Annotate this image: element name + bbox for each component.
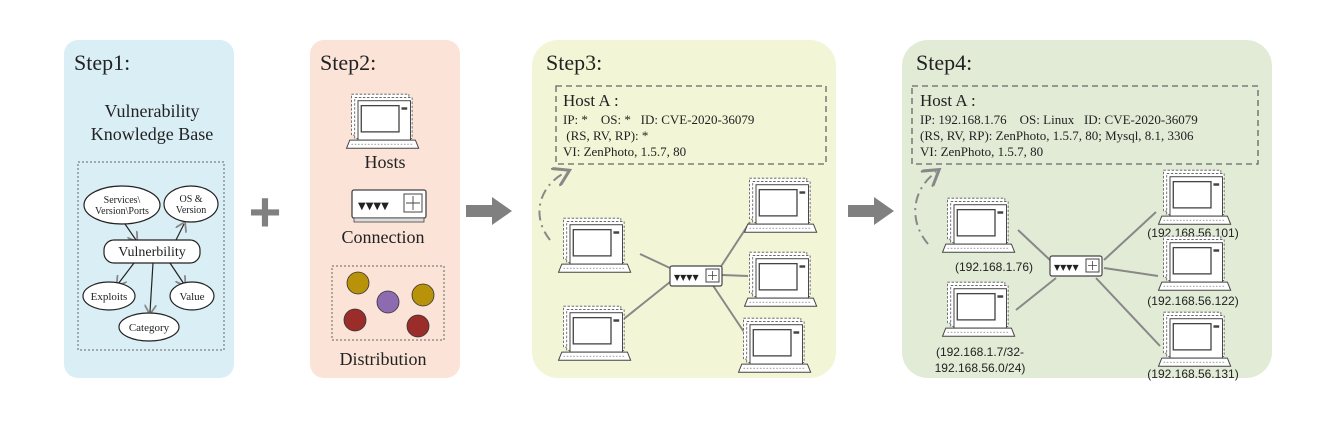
- distribution-circles: [343, 271, 435, 338]
- node-category: [118, 312, 180, 342]
- hosts-computer-icon: [345, 93, 420, 149]
- step3-switch-icon: [669, 265, 723, 287]
- step4-dashed-arrow: [914, 172, 936, 245]
- step3-host-line1: IP: * OS: * ID: CVE-2020-36079: [563, 112, 754, 127]
- node-os-label1: OS &: [179, 194, 202, 205]
- circle-purple: [376, 290, 400, 314]
- step4-link-b: [1015, 277, 1057, 311]
- step3-panel: Step3: Host A : IP: * OS: * ID: CVE-2020…: [532, 40, 836, 378]
- node-os-label2: Version: [176, 205, 207, 216]
- connection-label: Connection: [342, 227, 425, 247]
- node-category-label: Category: [129, 322, 170, 334]
- step3-host-line3: VI: ZenPhoto, 1.5.7, 80: [563, 144, 686, 159]
- step1-panel: Step1: Vulnerability Knowledge Base Serv…: [64, 40, 234, 378]
- plus-icon: +: [249, 180, 282, 243]
- step4-host-a-computer-icon: [941, 197, 1016, 253]
- step4-link-a: [1017, 229, 1051, 261]
- edge-vuln-category: [150, 262, 153, 312]
- node-value-label: Value: [179, 291, 204, 303]
- step4-title: Step4:: [916, 50, 972, 75]
- step1-title: Step1:: [74, 50, 130, 75]
- hosts-label: Hosts: [364, 152, 405, 172]
- edge-vuln-services: [124, 223, 136, 240]
- step3-host-e-computer-icon: [737, 317, 812, 373]
- connection-switch-icon: [351, 189, 427, 223]
- circle-gold-1: [346, 271, 370, 295]
- step4-host-info-box: [911, 85, 1259, 165]
- step3-host-title: Host A :: [563, 91, 619, 110]
- step3-title: Step3:: [546, 50, 602, 75]
- kb-heading-line2: Knowledge Base: [91, 124, 213, 144]
- step4-ip-left-bottom-line1: (192.168.1.7/32-: [936, 345, 1024, 359]
- step4-ip-right-bottom: (192.168.56.131): [1147, 367, 1238, 381]
- step4-host-line2: (RS, RV, RP): ZenPhoto, 1.5.7, 80; Mysql…: [920, 128, 1194, 143]
- step4-host-c-computer-icon: [1157, 169, 1232, 225]
- edge-vuln-value: [169, 262, 184, 284]
- step4-link-d: [1103, 267, 1159, 277]
- step3-link-b: [619, 281, 671, 323]
- step4-ip-left-bottom-line2: 192.168.56.0/24): [935, 361, 1026, 375]
- step4-ip-right-mid: (192.168.56.122): [1147, 294, 1238, 308]
- step4-host-d-computer-icon: [1157, 235, 1232, 291]
- step4-ip-left-top: (192.168.1.76): [955, 260, 1033, 274]
- edge-vuln-exploits: [118, 262, 135, 284]
- step4-link-e: [1095, 277, 1161, 347]
- step3-host-d-computer-icon: [743, 251, 818, 307]
- arrow-step2-to-step3: [466, 197, 512, 225]
- edge-vuln-os: [176, 224, 184, 241]
- step3-host-b-computer-icon: [557, 305, 632, 361]
- step4-host-b-computer-icon: [941, 281, 1016, 337]
- step4-host-e-computer-icon: [1157, 311, 1232, 367]
- step2-panel: Step2: Hosts Connection Distribution: [310, 40, 460, 378]
- step3-link-a: [639, 253, 671, 269]
- step4-switch-icon: [1049, 255, 1103, 277]
- step2-title: Step2:: [320, 50, 376, 75]
- step3-host-info-box: [555, 85, 827, 165]
- node-services-label2: Version\Ports: [95, 206, 149, 217]
- node-services-label1: Services\: [104, 195, 141, 206]
- step3-host-a-computer-icon: [557, 217, 632, 273]
- kb-graph-frame: [77, 161, 225, 351]
- distribution-label: Distribution: [339, 349, 426, 369]
- step4-host-line1: IP: 192.168.1.76 OS: Linux ID: CVE-2020-…: [920, 112, 1198, 127]
- kb-heading-line1: Vulnerability: [105, 101, 200, 121]
- circle-gold-2: [411, 283, 435, 307]
- node-exploits: [82, 281, 136, 311]
- distribution-frame: [331, 265, 445, 341]
- circle-red-2: [406, 314, 430, 338]
- node-vulnerability: [103, 239, 201, 264]
- node-exploits-label: Exploits: [91, 291, 128, 303]
- arrow-step3-to-step4: [848, 197, 894, 225]
- node-vulnerability-label: Vulnerbility: [118, 245, 186, 260]
- step4-host-line3: VI: ZenPhoto, 1.5.7, 80: [920, 144, 1043, 159]
- node-os: [163, 185, 219, 223]
- step3-link-c: [719, 221, 751, 269]
- step4-link-c: [1103, 211, 1157, 261]
- step3-host-line2: (RS, RV, RP): *: [563, 128, 648, 143]
- node-services: [83, 185, 161, 225]
- step4-host-title: Host A :: [920, 91, 976, 110]
- step3-dashed-arrow: [538, 172, 566, 241]
- step3-link-d: [721, 274, 749, 277]
- circle-red-1: [343, 308, 367, 332]
- step3-host-c-computer-icon: [743, 177, 818, 233]
- node-value: [169, 281, 215, 311]
- step4-panel: Step4: Host A : IP: 192.168.1.76 OS: Lin…: [902, 40, 1272, 381]
